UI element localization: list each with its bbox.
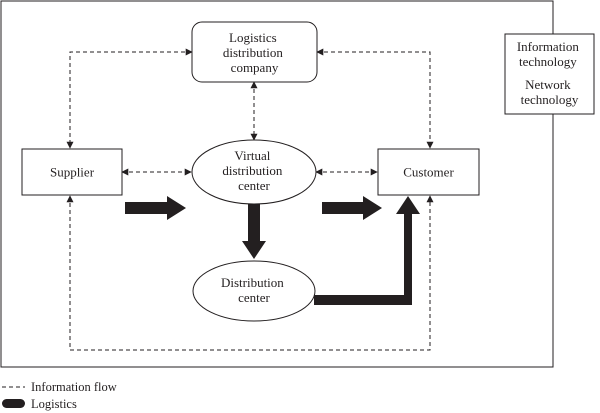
system-boundary xyxy=(0,0,554,368)
info-flow-company-customer xyxy=(316,48,434,149)
tech-label-line-3: Network xyxy=(525,77,571,92)
virtual-label-line-2: distribution xyxy=(222,163,282,178)
logistics-arrow-supplier-virtual xyxy=(125,196,186,220)
svg-text:Virtual distribution: Virtual distribution center xyxy=(222,148,285,193)
info-flow-supplier-company xyxy=(66,48,193,149)
logistics-arrow-virtual-distribution xyxy=(242,200,266,259)
technology-box: Information technology Network technolog… xyxy=(504,33,595,115)
distribution-label-line-1: Distribution xyxy=(221,275,284,290)
info-flow-supplier-customer xyxy=(66,195,434,351)
information-flows xyxy=(66,48,434,351)
logistics-flows xyxy=(125,196,420,305)
legend-logistics-label: Logistics xyxy=(31,397,77,411)
node-virtual-distribution-center: Virtual distribution center xyxy=(191,139,317,205)
logistics-arrow-distribution-customer xyxy=(314,196,420,305)
node-customer: Customer xyxy=(377,148,480,196)
svg-text:Supplier: Supplier xyxy=(50,165,95,180)
legend-logistics-swatch xyxy=(2,399,25,408)
virtual-label-line-3: center xyxy=(238,178,270,193)
tech-label-line-2: technology xyxy=(519,54,577,69)
company-label-line-2: distribution xyxy=(223,45,283,60)
tech-label-line-4: technology xyxy=(521,92,579,107)
legend-info-flow-label: Information flow xyxy=(31,380,117,394)
tech-label-line-1: Information xyxy=(517,39,580,54)
node-distribution-center: Distribution center xyxy=(192,260,316,322)
distribution-label-line-2: center xyxy=(238,290,270,305)
svg-text:Distribution center: Distribution center xyxy=(221,275,287,305)
svg-text:Information technology: Information technology Network technolog… xyxy=(517,39,582,107)
node-supplier: Supplier xyxy=(21,148,123,196)
node-logistics-company: Logistics distribution company xyxy=(191,21,318,83)
company-label-line-3: company xyxy=(231,60,279,75)
virtual-label-line-1: Virtual xyxy=(234,148,270,163)
company-label-line-1: Logistics xyxy=(229,30,277,45)
supplier-label: Supplier xyxy=(50,165,95,180)
svg-text:Logistics distribution: Logistics distribution company xyxy=(223,30,286,75)
customer-label: Customer xyxy=(403,165,454,180)
svg-text:Customer: Customer xyxy=(403,165,454,180)
logistics-arrow-virtual-customer xyxy=(322,196,382,220)
legend: Information flow Logistics xyxy=(2,380,117,411)
